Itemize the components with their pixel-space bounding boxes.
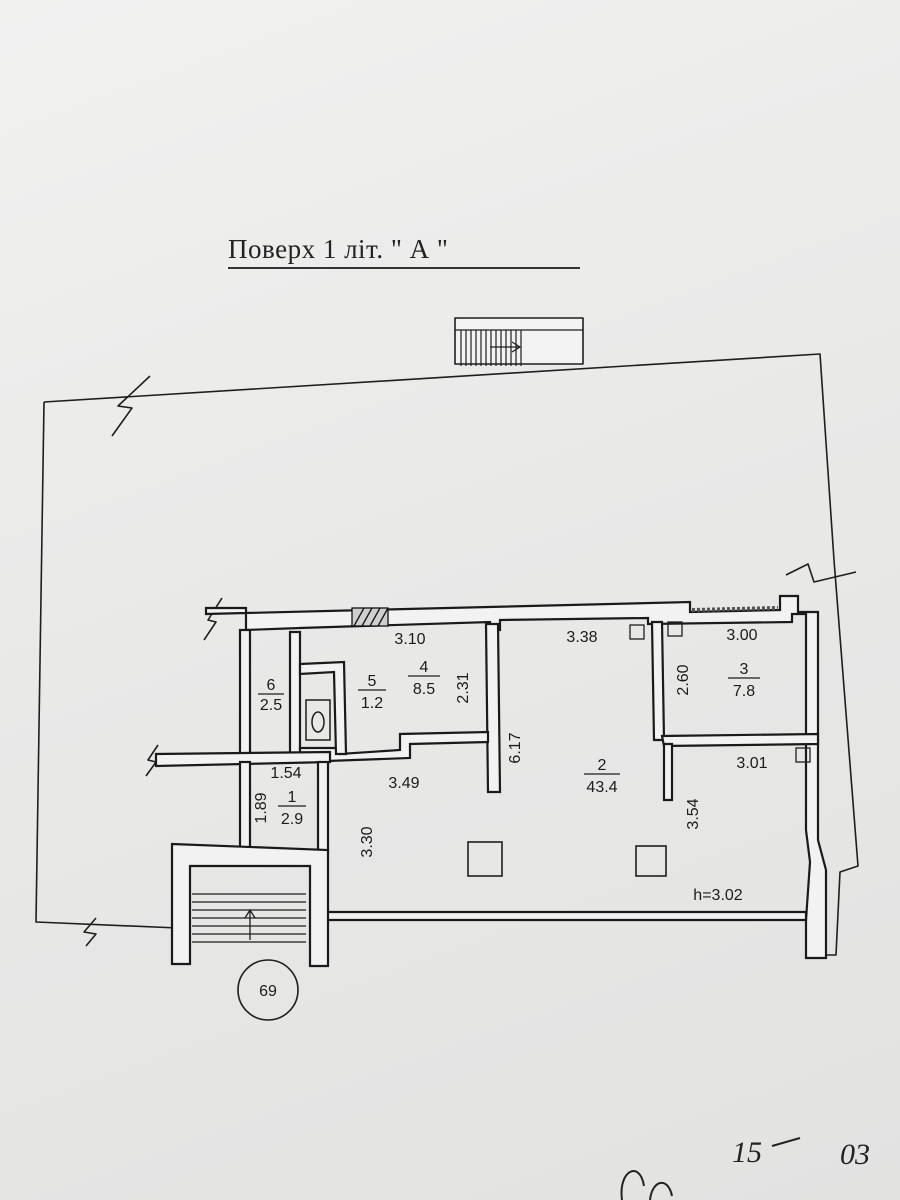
dimension-label: 3.10: [394, 631, 425, 648]
room-number: 1: [288, 789, 297, 806]
stair-block: [170, 842, 330, 968]
room-number: 6: [267, 677, 276, 694]
top-stair-treads: [455, 329, 583, 366]
room-4-label: 4 8.5: [408, 659, 440, 698]
column-2: [635, 845, 667, 877]
wall-3-left: [650, 620, 666, 742]
dimension-label: 3.00: [726, 627, 757, 644]
entrance-stairs: [192, 893, 306, 943]
wall-2-3-lower: [662, 742, 674, 802]
building-left-wall: [35, 401, 179, 929]
toilet-fixture: [305, 699, 331, 741]
room-5-label: 5 1.2: [358, 673, 386, 712]
room-number: 2: [598, 757, 607, 774]
dimension-label: 3.54: [685, 798, 702, 829]
dimension-label: 3.38: [566, 629, 597, 646]
handwritten-note: 03: [840, 1138, 870, 1171]
handwritten-note: 15: [732, 1136, 762, 1169]
wall-4-2: [484, 622, 502, 794]
premises-bottom-wall: [324, 910, 808, 922]
room-area: 8.5: [413, 681, 435, 698]
window-strip: [691, 606, 779, 612]
break-mark-bottom: [83, 917, 97, 947]
premises-top-wall: [204, 594, 828, 960]
wall-6-5: [288, 630, 302, 756]
room-3-label: 3 7.8: [728, 661, 760, 700]
dimension-label: 1.89: [253, 792, 270, 823]
dimension-label: 3.49: [388, 775, 419, 792]
wall-3-bottom: [660, 732, 820, 748]
dimension-label: 2.31: [455, 672, 472, 703]
break-mark-left2: [145, 744, 159, 777]
handwritten-signature: [620, 1170, 673, 1200]
vent-symbols: [629, 621, 811, 763]
dimension-label: 3.01: [736, 755, 767, 772]
wall-5: [298, 660, 348, 756]
top-stair-box: [454, 317, 584, 365]
room-1-label: 1 2.9: [278, 789, 306, 828]
dimension-label: 6.17: [507, 732, 524, 763]
room-area: 7.8: [733, 683, 755, 700]
break-mark-top: [111, 375, 151, 437]
wall-1-right: [316, 760, 330, 854]
corridor-wall: [154, 750, 332, 768]
dimension-label: 1.54: [270, 765, 301, 782]
ceiling-height: h=3.02: [693, 887, 742, 904]
hatched-block: [351, 607, 389, 627]
room-number: 4: [420, 659, 429, 676]
room-number: 5: [368, 673, 377, 690]
building-number-circle: [237, 959, 299, 1021]
dimension-label: 2.60: [675, 664, 692, 695]
building-number: 69: [259, 983, 277, 1000]
room-area: 43.4: [586, 779, 617, 796]
break-mark-left1: [203, 597, 223, 641]
room-2-label: 2 43.4: [584, 757, 620, 796]
room-area: 2.9: [281, 811, 303, 828]
break-mark-right: [785, 563, 857, 583]
room-6-label: 6 2.5: [258, 677, 284, 714]
room-area: 1.2: [361, 695, 383, 712]
handwritten-dash: [771, 1137, 801, 1147]
floor-title: Поверх 1 літ. " А ": [228, 234, 580, 269]
room-area: 2.5: [260, 697, 282, 714]
room-number: 3: [740, 661, 749, 678]
wall-1-left: [238, 760, 252, 856]
wall-left-6: [238, 628, 252, 758]
dimension-label: 3.30: [359, 826, 376, 857]
building-outline: [43, 353, 859, 956]
column-1: [467, 841, 503, 877]
